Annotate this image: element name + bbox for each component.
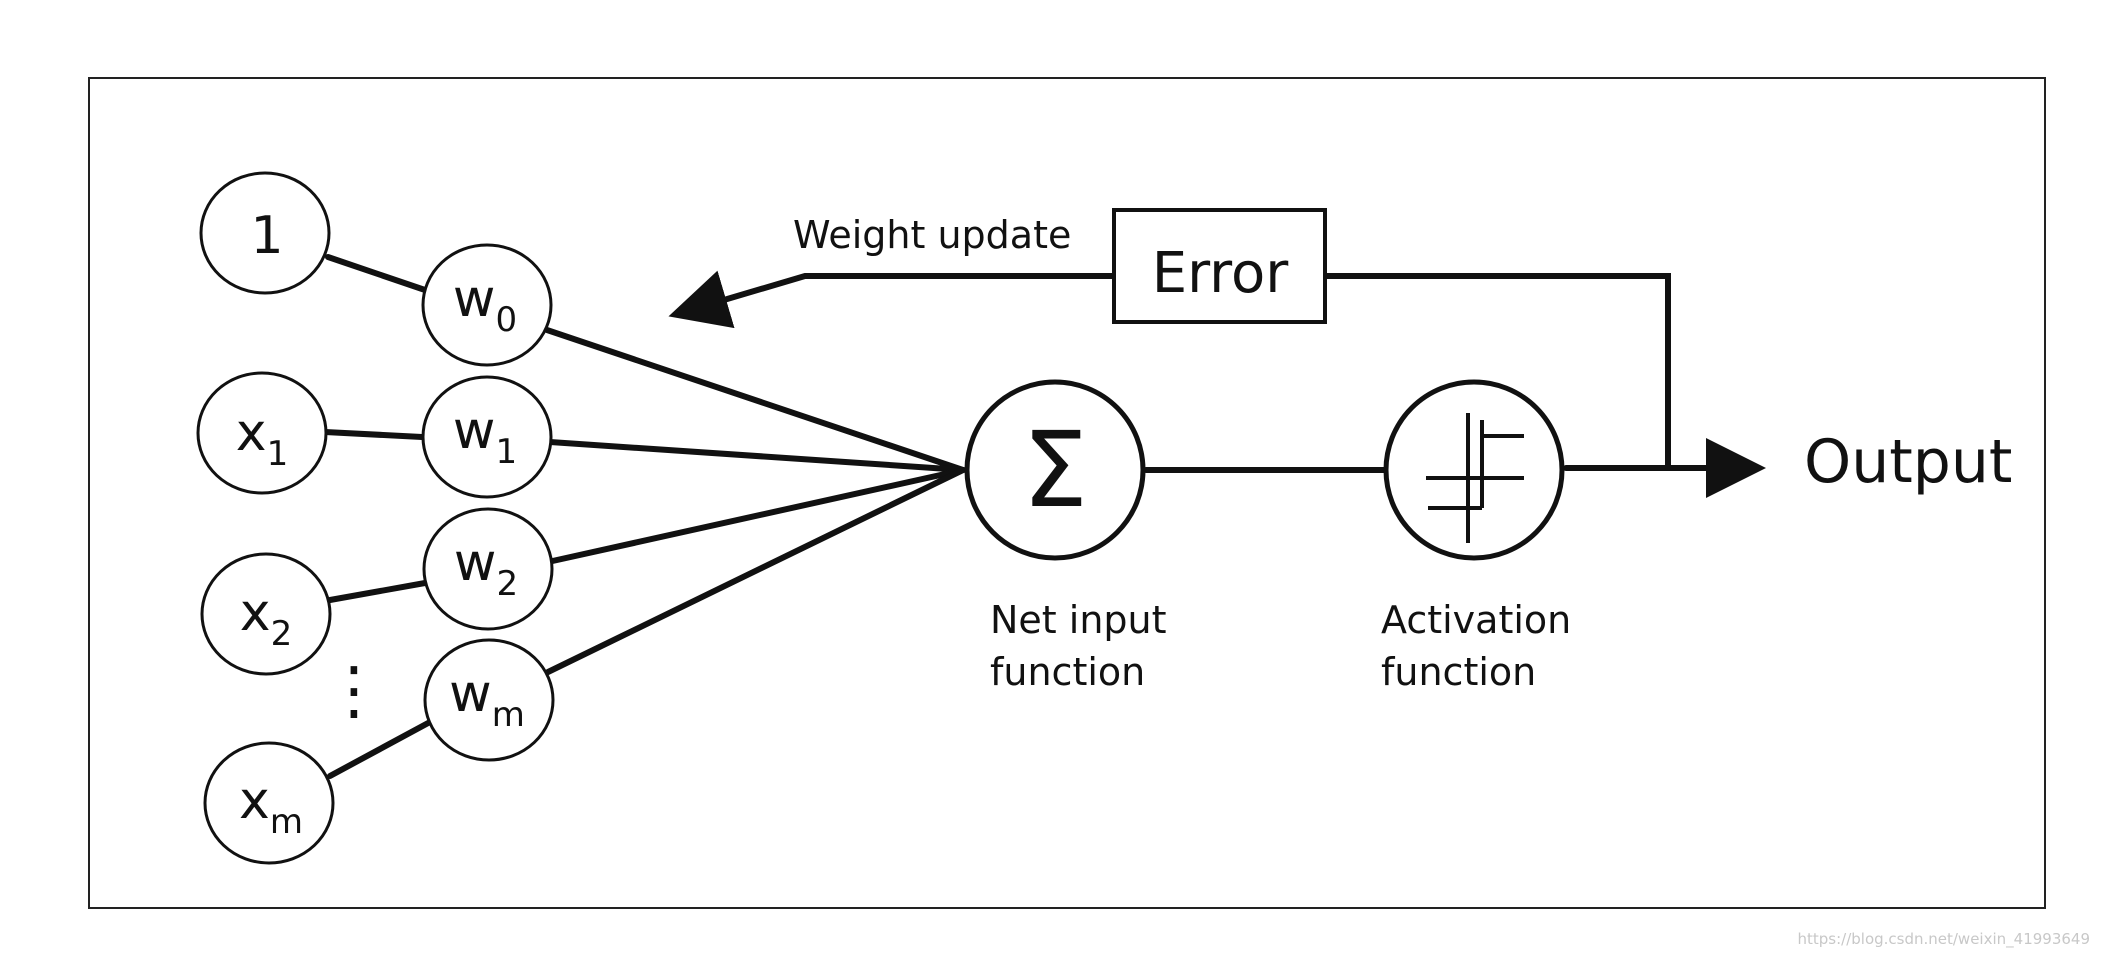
input-node-x2-label: x2 — [240, 583, 292, 654]
error-feedback-line — [1322, 273, 1671, 471]
net-input-node: Σ — [964, 379, 1146, 561]
weight-node-w0-label: w0 — [453, 269, 517, 340]
weight-node-wm: wm — [423, 638, 555, 762]
weight-node-wm-label: wm — [449, 664, 525, 735]
w0-to-sum-line — [544, 327, 966, 473]
input-x2-to-w2-line — [327, 580, 428, 603]
input-1-to-w0-line — [325, 254, 428, 293]
weight-node-w2: w2 — [422, 507, 554, 631]
wm-to-sum-line — [545, 467, 966, 675]
w2-to-sum-line — [545, 467, 966, 565]
error-label: Error — [1152, 241, 1289, 306]
activation-node — [1383, 379, 1565, 561]
input-node-bias: 1 — [199, 171, 331, 295]
weight-update-arrow — [668, 270, 1117, 329]
input-node-bias-label: 1 — [250, 206, 283, 266]
weight-update-label: Weight update — [793, 213, 1071, 257]
input-xm-to-wm-line — [327, 719, 433, 779]
step-function-icon — [1426, 413, 1524, 543]
input-node-x1: x1 — [196, 371, 328, 495]
input-node-x2: x2 — [200, 552, 332, 676]
sigma-symbol: Σ — [1022, 409, 1088, 531]
error-box: Error — [1112, 208, 1327, 324]
output-label: Output — [1804, 427, 2012, 497]
weight-node-w0: w0 — [421, 243, 553, 367]
input-x1-to-w1-line — [322, 429, 425, 440]
input-node-xm: xm — [203, 741, 335, 865]
weight-node-w1-label: w1 — [453, 401, 517, 472]
watermark-text: https://blog.csdn.net/weixin_41993649 — [1797, 930, 2090, 949]
ellipsis-dots: ⋮ — [322, 654, 386, 728]
input-node-x1-label: x1 — [236, 403, 288, 474]
net-input-caption: Net input function — [990, 598, 1179, 694]
weight-node-w2-label: w2 — [454, 533, 518, 604]
weight-node-w1: w1 — [421, 375, 553, 499]
w1-to-sum-line — [547, 439, 966, 473]
activation-caption: Activation function — [1381, 598, 1583, 694]
input-node-xm-label: xm — [239, 771, 303, 842]
